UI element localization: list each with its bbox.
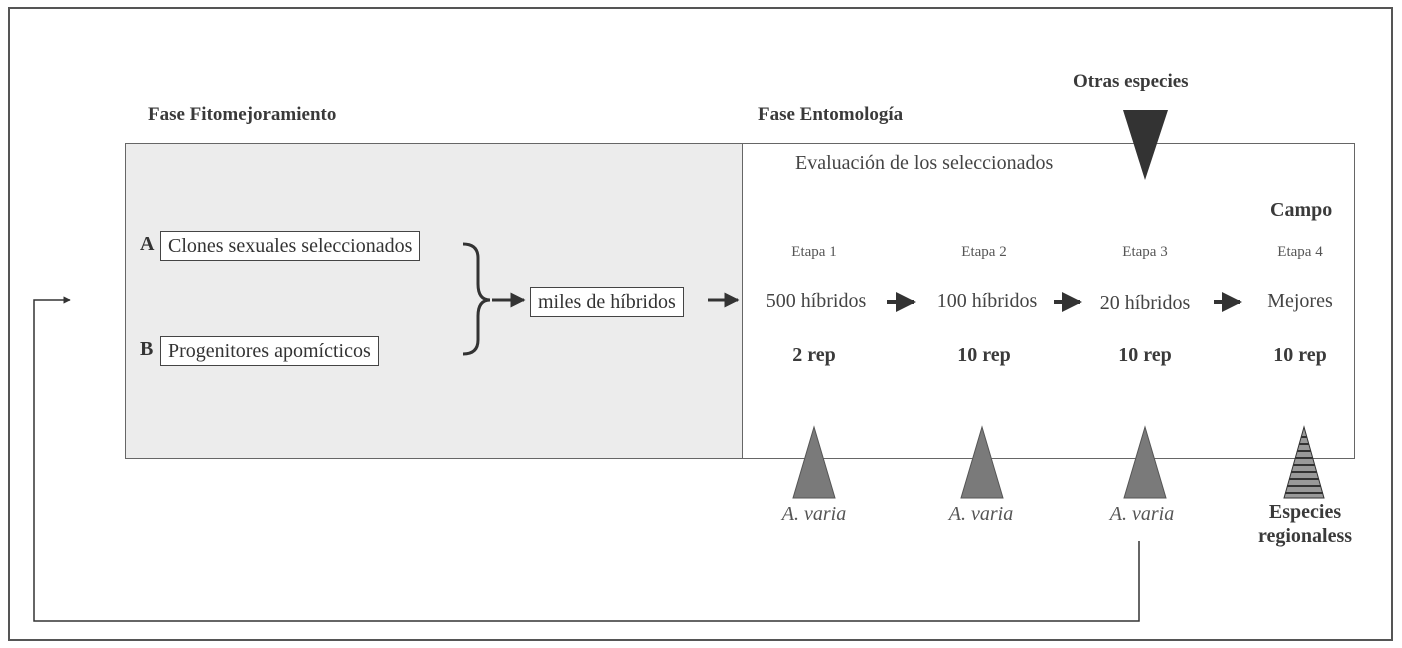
- feedback-loop-line: [33, 296, 1140, 622]
- merge-brace: [462, 242, 491, 356]
- input-b-box: Progenitores apomícticos: [160, 336, 379, 366]
- evaluation-title: Evaluación de los seleccionados: [795, 152, 1054, 174]
- stage-3-label: Etapa 3: [1122, 244, 1168, 260]
- input-a-box: Clones sexuales seleccionados: [160, 231, 421, 261]
- entomology-panel: [742, 143, 1355, 459]
- stage-1-label: Etapa 1: [791, 244, 837, 260]
- other-species-title: Otras especies: [1073, 71, 1189, 92]
- stage-1-value: 500 híbridos: [765, 290, 867, 312]
- entomology-phase-title: Fase Entomología: [758, 104, 904, 125]
- field-label: Campo: [1270, 199, 1333, 221]
- stage-4-species-line1: Especies: [1268, 501, 1342, 523]
- stage-2-triangle: [960, 425, 1004, 499]
- stage-3-species: A. varia: [1109, 503, 1175, 525]
- stage-4-species: Especies regionaless: [1235, 500, 1375, 548]
- input-b-letter: B: [140, 338, 154, 360]
- stage-1-rep: 2 rep: [792, 344, 836, 366]
- stage-3-triangle: [1123, 425, 1167, 499]
- stage-3-rep: 10 rep: [1118, 344, 1172, 366]
- stage-2-value: 100 híbridos: [936, 290, 1038, 312]
- stage-2-species: A. varia: [948, 503, 1014, 525]
- stage-4-species-line2: regionaless: [1257, 525, 1353, 547]
- figure-frame: [8, 7, 1393, 641]
- breeding-phase-title: Fase Fitomejoramiento: [148, 104, 337, 125]
- stage-2-label: Etapa 2: [961, 244, 1007, 260]
- stage-4-value: Mejores: [1267, 290, 1333, 312]
- stage-3-value: 20 híbridos: [1099, 292, 1191, 314]
- stage-1-triangle: [792, 425, 836, 499]
- stage-2-rep: 10 rep: [957, 344, 1011, 366]
- stage-4-rep: 10 rep: [1273, 344, 1327, 366]
- stage-4-label: Etapa 4: [1277, 244, 1323, 260]
- stage-4-striped-triangle: [1283, 425, 1325, 499]
- other-species-down-triangle: [1123, 110, 1168, 180]
- hybrids-box: miles de híbridos: [530, 287, 684, 317]
- stage-1-species: A. varia: [781, 503, 847, 525]
- input-a-letter: A: [140, 233, 155, 255]
